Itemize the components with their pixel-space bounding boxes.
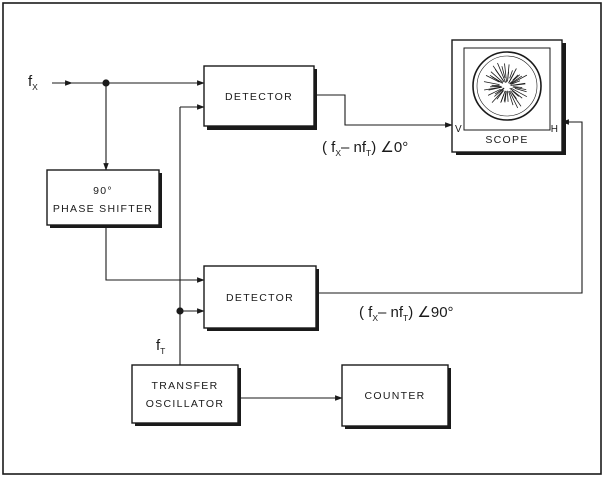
phase-shifter-block: 90° PHASE SHIFTER [46, 169, 162, 228]
signal-wires [52, 79, 583, 401]
scope-h-label: H [551, 124, 560, 135]
scope-trace-line [500, 93, 505, 102]
scope-trace-line [509, 70, 513, 79]
scope-trace-line [491, 89, 504, 103]
detector-top-block: DETECTOR [203, 65, 317, 130]
transfer-oscillator-block: TRANSFER OSCILLATOR [131, 364, 241, 426]
scope-trace-line [511, 92, 522, 107]
scope-trace-line [503, 90, 507, 102]
scope-trace-line [504, 91, 507, 103]
scope-trace-line [494, 69, 505, 83]
scope-trace-line [514, 88, 527, 93]
bottom-detector-output-label: ( fX– nfT) ∠90° [359, 304, 454, 323]
scope-trace-line [508, 68, 517, 84]
detector-top-to-scope-v-wire [314, 94, 453, 128]
scope-trace-line [497, 62, 507, 83]
scope-trace-line [507, 64, 510, 79]
counter-block: COUNTER [341, 364, 451, 429]
detector-bottom-label: DETECTOR [226, 292, 294, 304]
scope-trace-line [508, 91, 514, 106]
scope-trace-line [512, 83, 526, 86]
scope-trace-line [511, 74, 528, 85]
scope-screen [472, 51, 542, 121]
ft-label: fT [156, 337, 165, 356]
scope-trace-line [483, 81, 500, 85]
transfer-oscillator-label-line1: TRANSFER [152, 380, 219, 392]
scope-trace-line [509, 74, 521, 85]
detector-top-label: DETECTOR [225, 91, 293, 103]
fx-junction-dot [102, 79, 110, 87]
scope-trace-line [491, 76, 504, 84]
phase-shifter-to-detector-bottom-wire [105, 225, 205, 283]
scope-trace-line [512, 86, 527, 90]
scope-trace-line [504, 63, 507, 83]
scope-trace-line [490, 71, 504, 83]
ft-junction-dot [176, 307, 184, 315]
scope-trace-line [509, 90, 519, 109]
scope-trace-line [509, 87, 523, 99]
scope-trace-line [512, 74, 519, 81]
scope-trace-line [496, 90, 504, 100]
scope-trace-line [510, 80, 521, 85]
scope-trace-line [494, 88, 505, 97]
scope-trace-line [511, 90, 519, 97]
counter-label: COUNTER [364, 390, 425, 402]
scope-trace-line [490, 85, 502, 88]
transfer-oscillator-label-line2: OSCILLATOR [146, 398, 225, 410]
detector-bottom-to-scope-h-wire [316, 119, 583, 294]
scope-trace-line [484, 86, 502, 91]
scope-trace-line [513, 86, 523, 88]
scope-block: V H SCOPE [451, 39, 566, 155]
fx-input-label: fX [28, 73, 38, 92]
scope-label: SCOPE [485, 134, 528, 146]
scope-trace-line [510, 87, 528, 98]
phase-shifter-label: PHASE SHIFTER [53, 203, 153, 215]
scope-trace-line [506, 90, 509, 102]
scope-trace-line [487, 88, 501, 96]
scope-trace-line [485, 75, 500, 83]
scope-trace-line [509, 75, 523, 85]
scope-trace-line [494, 87, 505, 95]
scope-trace-pattern [483, 62, 528, 109]
detector-bottom-block: DETECTOR [203, 265, 319, 331]
scope-v-label: V [455, 124, 463, 135]
scope-trace-line [501, 66, 506, 79]
phase-shifter-degree-label: 90° [93, 185, 113, 197]
top-detector-output-label: ( fX– nfT) ∠0° [322, 139, 408, 158]
